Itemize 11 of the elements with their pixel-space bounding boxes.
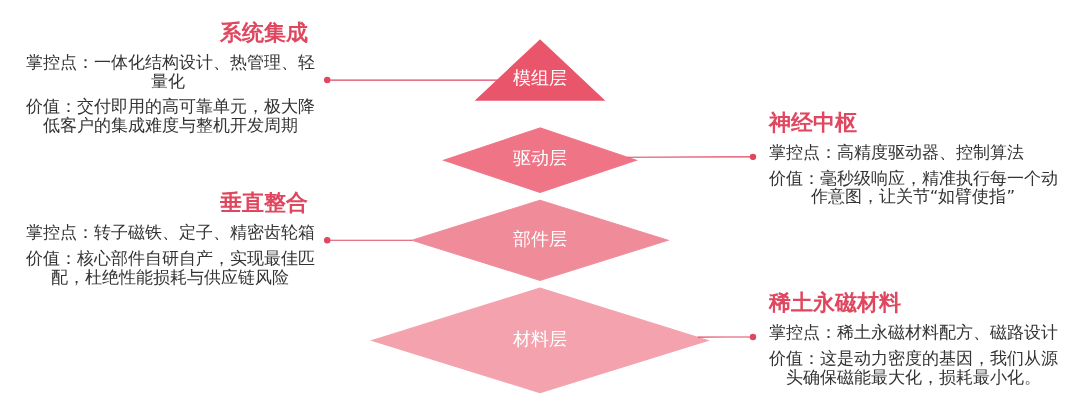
node-text: 系统集成 掌控点：一体化结构设计、热管理、轻量化 价值：交付即用的高可靠单元，极大降低客户的集成难度与整机开发周期 <box>26 18 316 135</box>
node-diamond: 部件层 <box>410 199 670 281</box>
connector <box>324 236 413 243</box>
node-diamond: 驱动层 <box>442 126 638 193</box>
connector <box>627 153 757 160</box>
node-text: 神经中枢 掌控点：高精度驱动器、控制算法 价值：毫秒级响应，精准执行每一个动作意图，让关节“如臂使指” <box>769 108 1059 206</box>
node-text: 稀土永磁材料 掌控点：稀土永磁材料配方、磁路设计 价值：这是动力密度的基因，我们从源头确保磁能最大化，损耗最小化。 <box>769 288 1059 387</box>
node-text: 垂直整合 掌控点：转子磁铁、定子、精密齿轮箱 价值：核心部件自研自产，实现最佳匹配，杜绝性能损耗与供应链风险 <box>26 188 316 287</box>
connector <box>697 333 757 340</box>
node-diamond: 材料层 <box>370 287 710 393</box>
connector <box>324 76 498 83</box>
